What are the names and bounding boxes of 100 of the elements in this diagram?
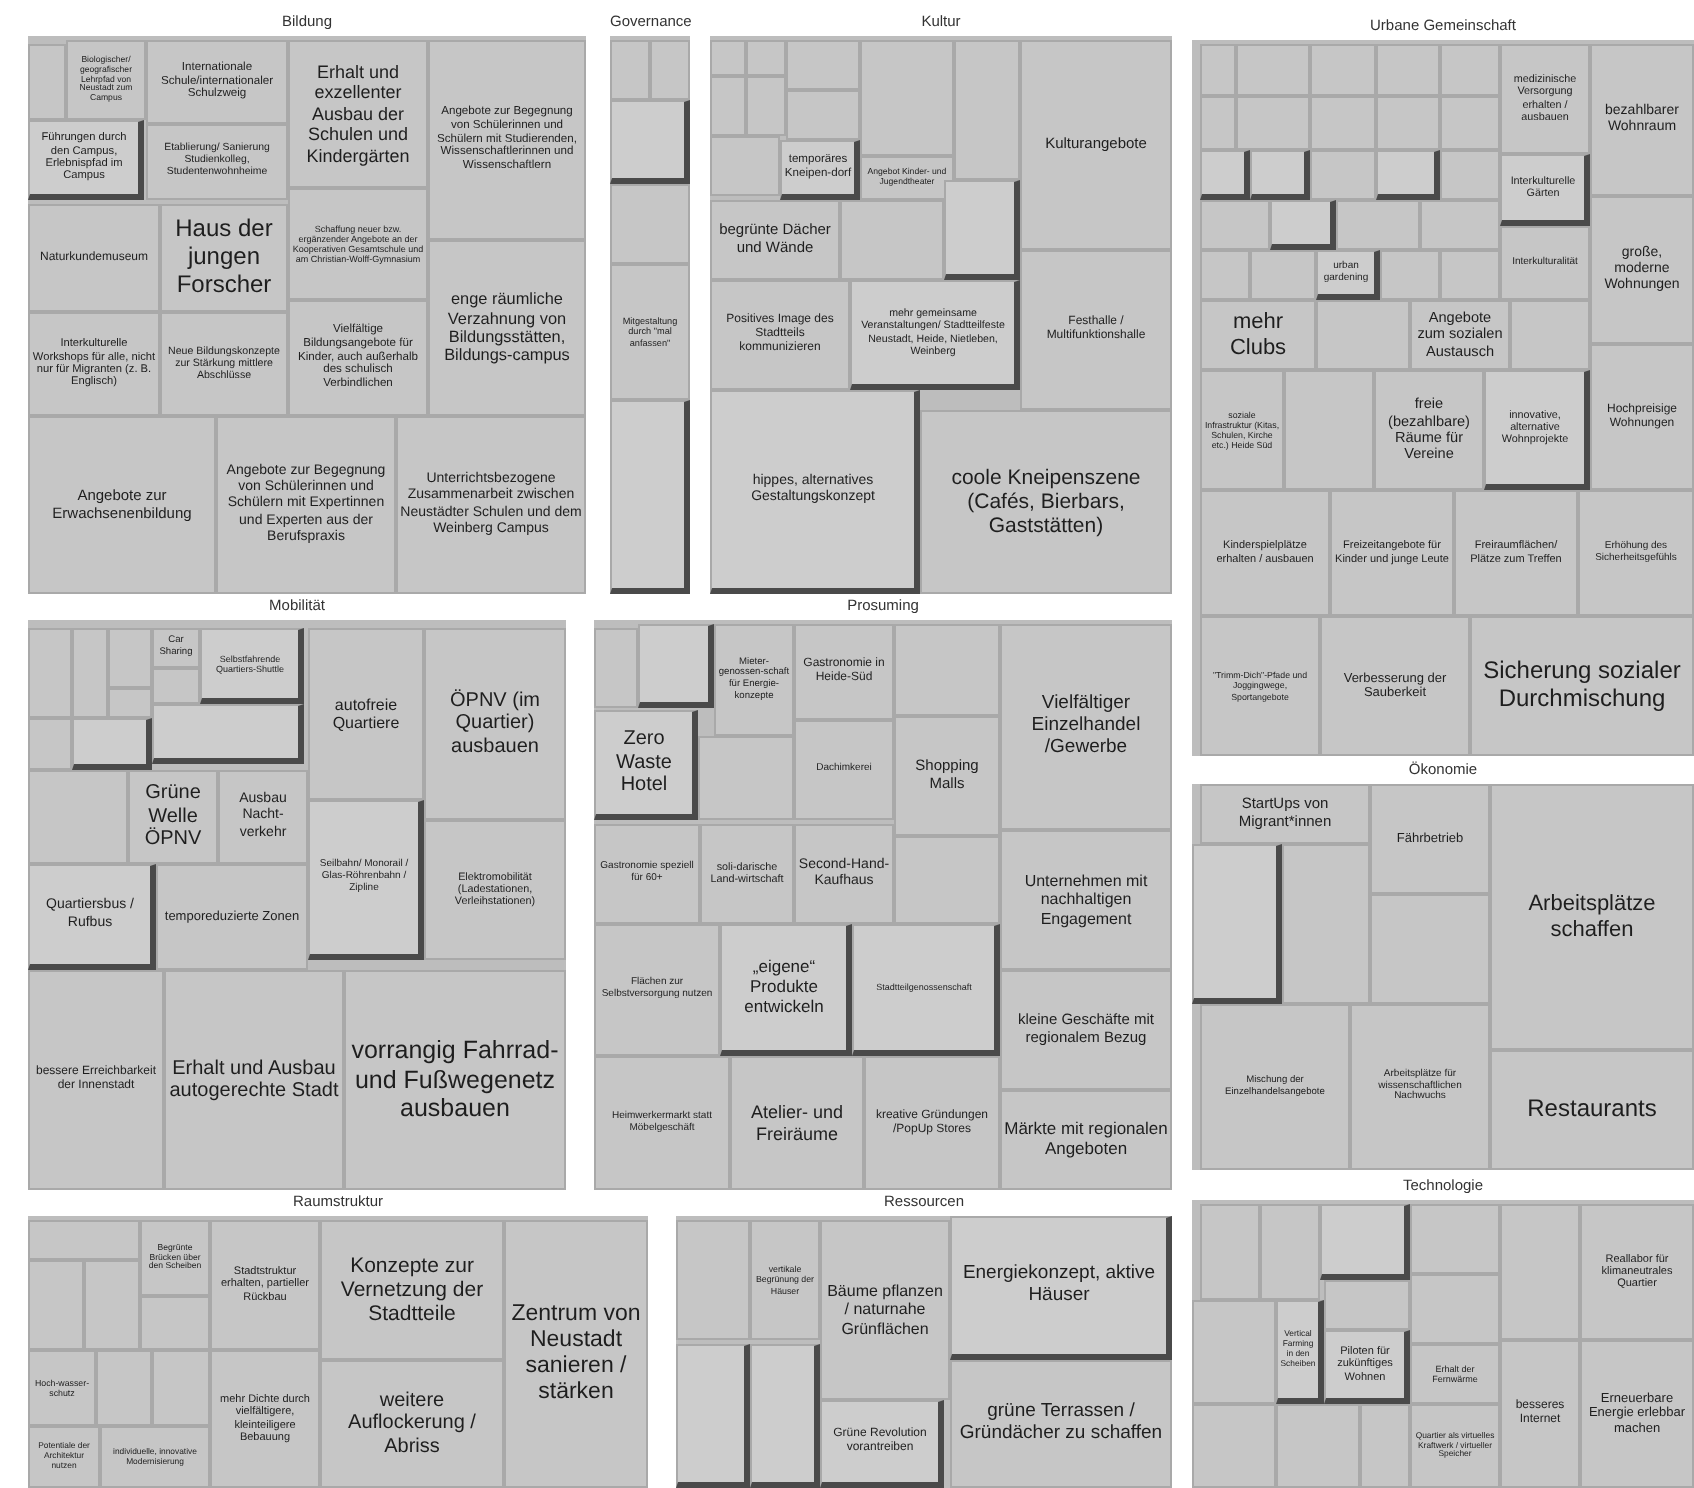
treemap-cell [1350,1004,1490,1170]
treemap-cell [1490,784,1694,1050]
treemap-cell [1336,200,1420,250]
treemap-cell [424,628,566,820]
cell-label: Energiekonzept, aktive Häuser [960,1264,1158,1308]
treemap-cell [786,40,860,90]
cell-label: Märkte mit regionalen Angeboten [1004,1120,1168,1160]
treemap-cell [152,1350,210,1426]
treemap-cell [1310,96,1376,150]
treemap-cell [944,180,1020,280]
treemap-cell [1410,1344,1500,1404]
treemap-cell [428,40,586,240]
treemap-cell [714,624,794,736]
treemap-cell [1200,44,1236,96]
cell-label: Arbeitsplätze schaffen [1526,891,1658,943]
cell-label: coole Kneipenszene (Cafés, Bierbars, Gaststätten) [949,465,1143,539]
treemap-cell [676,1344,750,1488]
treemap-cell [850,280,1020,390]
treemap-cell [1510,300,1590,370]
treemap-cell [710,76,746,136]
treemap-cell [1000,1090,1172,1190]
treemap-cell [1440,150,1500,200]
treemap-cell [1420,200,1500,250]
treemap-cell [920,410,1172,594]
treemap-cell [1590,44,1694,196]
treemap-cell [344,970,566,1190]
treemap-cell [1370,784,1490,894]
treemap-cell [950,1216,1172,1360]
treemap-cell [894,716,1000,836]
treemap-cell [28,44,66,120]
treemap-cell [28,204,160,312]
treemap-cell [610,264,690,400]
treemap-cell [1500,154,1590,226]
treemap-cell [1200,300,1316,370]
treemap-cell [1276,1404,1360,1488]
treemap-cell [676,1220,750,1340]
treemap-cell [852,924,1000,1056]
treemap-cell [1320,1204,1410,1280]
treemap-cell [730,1056,864,1190]
treemap-cell [750,1220,820,1340]
treemap-cell [710,200,840,280]
treemap-cell [710,40,746,76]
cell-label: ÖPNV (im Quartier) ausbauen [448,689,542,759]
treemap-cell [320,1220,504,1360]
treemap-cell [1470,616,1694,756]
treemap-cell [396,416,586,594]
cell-label: Zentrum von Neustadt sanieren / stärken [509,1301,643,1407]
treemap-cell [1324,1330,1410,1404]
treemap-cell [1376,96,1440,150]
cell-label: mehr Clubs [1227,309,1289,361]
treemap-cell [594,824,700,924]
treemap-cell [1000,624,1172,830]
treemap-cell [1500,44,1590,154]
treemap-cell [1000,970,1172,1090]
treemap-cell [164,970,344,1190]
treemap-cell [1590,196,1694,344]
treemap-cell [1200,250,1250,300]
treemap-cell [1270,200,1336,250]
treemap-cell [128,770,218,864]
treemap-cell [1484,370,1590,490]
treemap-cell [1580,1340,1694,1488]
treemap-cell [594,628,638,708]
treemap-cell [160,312,288,416]
treemap-cell [1192,1404,1276,1488]
treemap-cell [504,1220,648,1488]
treemap-cell [288,300,428,416]
treemap-cell [710,280,850,390]
treemap-cell [156,864,308,970]
cell-label: Grüne Welle ÖPNV [142,782,204,852]
treemap-cell [954,40,1020,180]
treemap-cell [894,624,1000,716]
treemap-cell [840,200,944,280]
cell-label: weitere Auflockerung / Abriss [346,1389,478,1459]
treemap-cell [650,40,690,100]
treemap-cell [594,1056,730,1190]
cell-label: Atelier- und Freiräume [748,1102,846,1144]
cell-label: Vielfältiger Einzelhandel /Gewerbe [1029,694,1143,760]
treemap-cell [66,40,146,120]
treemap-cell [1320,616,1470,756]
treemap-cell [320,1360,504,1488]
treemap-cell [28,312,160,416]
treemap-cell [860,40,954,156]
treemap-cell [28,1260,84,1350]
treemap-cell [1200,370,1284,490]
treemap-cell [698,736,794,820]
treemap-cell [28,770,128,864]
treemap-cell [288,40,428,188]
treemap-cell [820,1400,944,1488]
treemap-cell [1282,844,1370,1004]
treemap-cell [1200,200,1270,250]
treemap-cell [140,1296,210,1350]
treemap-cell [1200,616,1320,756]
treemap-cell [28,1220,140,1260]
treemap-cell [1500,1204,1580,1340]
treemap-cell [1284,370,1374,490]
treemap-cell [1310,44,1376,96]
treemap-cell [28,864,156,970]
treemap-cell [218,770,308,864]
treemap-cell [1370,894,1490,1004]
treemap-cell [1440,96,1500,150]
